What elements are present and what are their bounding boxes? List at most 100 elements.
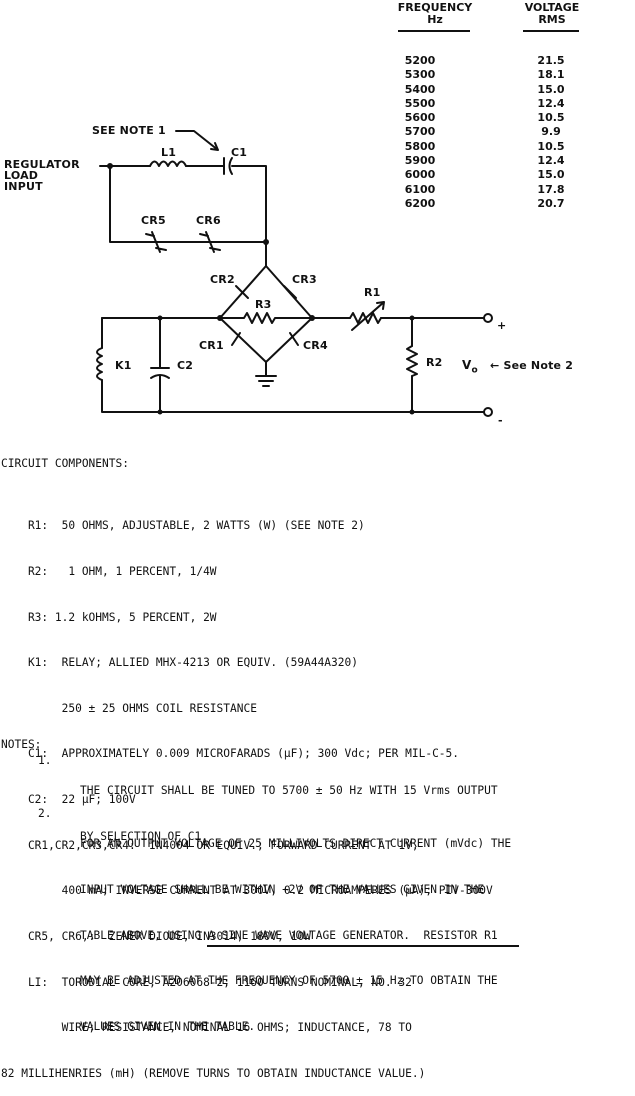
input-label-line2: LOAD [4, 169, 39, 182]
c1-label: C1 [231, 146, 248, 159]
cr4-label: CR4 [303, 339, 328, 352]
junction-dot [157, 409, 163, 415]
freq-cell: 5800 [404, 139, 436, 153]
minus-label: - [498, 414, 503, 427]
l1-inductor-icon [149, 160, 187, 167]
ground-icon [255, 375, 277, 387]
cr2-label: CR2 [210, 273, 235, 286]
left-branch-wire [109, 165, 267, 243]
volt-cell: 12.4 [537, 96, 565, 110]
vo-label-sub: o [471, 365, 478, 376]
freq-cell: 6100 [404, 182, 436, 196]
junction-dot [409, 409, 415, 415]
cr1-label: CR1 [199, 339, 224, 352]
note-line: VALUES GIVEN IN THE TABLE. [80, 1019, 256, 1033]
freq-cell: 6000 [404, 168, 436, 182]
junction-dot [217, 315, 223, 321]
note-2-number: 2. [38, 807, 52, 820]
volt-cell: 15.0 [537, 82, 565, 96]
component-line: R2: 1 OHM, 1 PERCENT, 1/4W [1, 565, 217, 579]
voltage-column: 21.5 18.1 15.0 12.4 10.5 9.9 10.5 12.4 1… [527, 54, 575, 211]
frequency-header-line1: FREQUENCY [397, 1, 473, 14]
input-label-line1: REGULATOR [4, 158, 80, 171]
r3-resistor-icon [219, 312, 313, 324]
r1-label: R1 [364, 286, 381, 299]
c2-label: C2 [177, 359, 194, 372]
vo-label: Vo [462, 358, 478, 375]
note-1-text: THE CIRCUIT SHALL BE TUNED TO 5700 ± 50 … [80, 753, 498, 859]
volt-cell: 12.4 [537, 154, 565, 168]
freq-cell: 5500 [404, 96, 436, 110]
component-line: C2: 22 µF; 100V [1, 793, 136, 807]
volt-cell: 21.5 [537, 54, 565, 67]
note-line: THE CIRCUIT SHALL BE TUNED TO 5700 ± 50 … [80, 784, 498, 798]
note-2-text: FOR AN OUTPUT VOLTAGE OF 25 MILLIVOLTS D… [80, 806, 511, 1049]
component-line: C1: APPROXIMATELY 0.009 MICROFARADS (µF)… [1, 747, 460, 761]
volt-cell: 17.8 [537, 182, 565, 196]
cr2-diode-icon [235, 285, 249, 299]
junction-dot [409, 315, 415, 321]
bridge-lower-left [219, 317, 267, 363]
see-note-1-label: SEE NOTE 1 [92, 124, 166, 137]
component-line: CR5, CR6,: ZENER DIODE, IN3014, 180V, 10… [1, 929, 311, 943]
notes-heading: NOTES: [1, 738, 42, 751]
cr3-label: CR3 [292, 273, 317, 286]
junction-dot [309, 315, 315, 321]
k1-coil-icon [96, 347, 103, 381]
volt-cell: 18.1 [537, 68, 565, 82]
junction-dot [107, 163, 113, 169]
bridge-lower-right [265, 317, 313, 363]
r2-label: R2 [426, 356, 443, 369]
note-line: FOR AN OUTPUT VOLTAGE OF 25 MILLIVOLTS D… [80, 837, 512, 851]
frequency-header-line2: Hz [427, 13, 443, 26]
k1-bottom-wire [101, 379, 485, 413]
voltage-header: VOLTAGE RMS [516, 2, 588, 26]
component-line: 400 mA; INVERSE CURRENT AT 300V, 0.2 MIC… [1, 884, 493, 898]
note-line: MAY BE ADJUSTED AT THE FREQUENCY OF 5700… [80, 974, 498, 988]
voltage-header-rule [523, 30, 579, 32]
component-line: R3: 1.2 kOHMS, 5 PERCENT, 2W [1, 610, 217, 624]
note-1-number: 1. [38, 754, 52, 767]
plus-label: + [497, 319, 507, 332]
note-line: INPUT VOLTAGE SHALL BE WITHIN +2V OF THE… [80, 883, 485, 897]
l1-label: L1 [161, 146, 177, 159]
frequency-column: 5200 5300 5400 5500 5600 5700 5800 5900 … [398, 54, 442, 211]
k1-label: K1 [115, 359, 132, 372]
volt-cell: 10.5 [537, 139, 565, 153]
freq-cell: 5600 [404, 111, 436, 125]
vo-label-main: V [462, 358, 472, 372]
volt-cell: 10.5 [537, 111, 565, 125]
volt-cell: 9.9 [541, 125, 561, 139]
frequency-header-rule [398, 30, 470, 32]
component-line: 250 ± 25 OHMS COIL RESISTANCE [1, 701, 257, 715]
output-minus-terminal-icon [483, 407, 493, 417]
voltage-header-line2: RMS [538, 13, 566, 26]
volt-cell: 15.0 [537, 168, 565, 182]
cr3-diode-icon [283, 285, 297, 299]
input-label-line3: INPUT [4, 180, 43, 193]
freq-cell: 5400 [404, 82, 436, 96]
freq-cell: 5700 [404, 125, 436, 139]
top-wire-right [231, 165, 267, 243]
output-plus-terminal-icon [483, 313, 493, 323]
component-line: CR1,CR2,CR3,CR4: IN4004 OR EQUIV.; FORWA… [1, 838, 419, 852]
component-line: K1: RELAY; ALLIED MHX-4213 OR EQUIV. (59… [1, 656, 358, 670]
cr6-label: CR6 [196, 214, 221, 227]
cr6-zener-icon [199, 231, 221, 253]
regulator-input-label: REGULATOR LOAD INPUT [4, 159, 80, 192]
frequency-header: FREQUENCY Hz [396, 2, 474, 26]
volt-cell: 20.7 [537, 196, 565, 210]
note1-pointer-icon [175, 130, 219, 151]
components-heading: CIRCUIT COMPONENTS: [1, 457, 129, 470]
note-line: BY SELECTION OF C1. [80, 830, 208, 844]
freq-cell: 5900 [404, 154, 436, 168]
junction-dot [263, 239, 269, 245]
junction-dot [157, 315, 163, 321]
note-line: TABLE ABOVE, USING A SINE WAVE VOLTAGE G… [80, 928, 498, 942]
freq-cell: 6200 [404, 196, 436, 210]
r2-resistor-icon [406, 345, 418, 377]
r1-adjust-arrow-icon [351, 301, 385, 331]
r3-label: R3 [255, 298, 272, 311]
cr4-diode-icon [289, 332, 299, 346]
cr1-diode-icon [231, 332, 241, 346]
